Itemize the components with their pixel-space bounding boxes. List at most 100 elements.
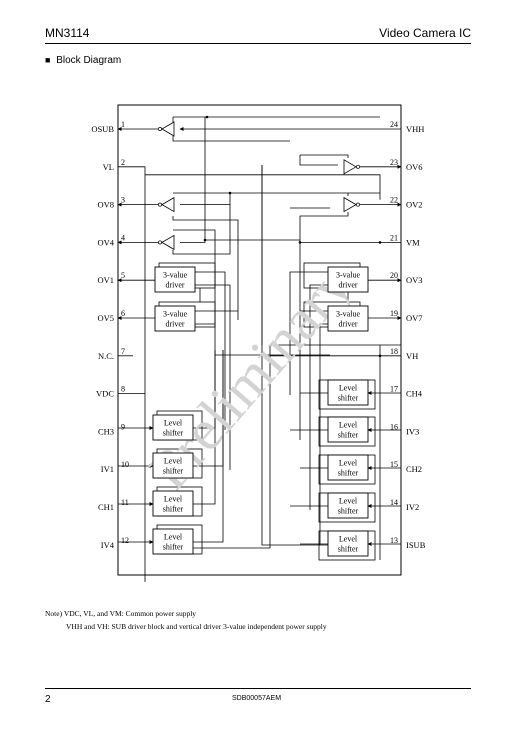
pin-number: 5: [121, 271, 125, 280]
pin-name: CH3: [98, 426, 114, 436]
buffer-icon: [161, 196, 175, 213]
pin-number: 11: [121, 498, 129, 507]
pin-number: 19: [390, 309, 398, 318]
pin-name: CH1: [98, 502, 114, 512]
svg-text:shifter: shifter: [338, 431, 359, 440]
pin-name: VL: [103, 162, 114, 172]
svg-text:3-value: 3-value: [163, 310, 187, 319]
pin-number: 12: [121, 536, 129, 545]
pin-name: IV4: [101, 540, 115, 550]
svg-text:Level: Level: [339, 421, 358, 430]
pin-number: 4: [121, 233, 125, 242]
section-heading: ■ Block Diagram: [45, 55, 121, 66]
pin-number: 2: [121, 158, 125, 167]
pin-number: 21: [390, 233, 398, 242]
svg-text:driver: driver: [165, 281, 184, 290]
pin-name: OV7: [406, 313, 423, 323]
svg-text:Level: Level: [339, 497, 358, 506]
svg-text:Level: Level: [164, 457, 183, 466]
svg-text:shifter: shifter: [338, 507, 359, 516]
svg-text:Level: Level: [164, 419, 183, 428]
pin-name: N.C.: [98, 351, 114, 361]
pin-number: 7: [121, 347, 125, 356]
document-title: Video Camera IC: [379, 26, 471, 40]
svg-text:Level: Level: [339, 535, 358, 544]
svg-text:shifter: shifter: [163, 505, 184, 514]
pin-number: 9: [121, 422, 125, 431]
pin-name: VH: [406, 351, 418, 361]
svg-text:shifter: shifter: [163, 467, 184, 476]
svg-text:shifter: shifter: [338, 469, 359, 478]
pin-number: 10: [121, 460, 129, 469]
pin-number: 17: [390, 385, 398, 394]
svg-text:shifter: shifter: [338, 394, 359, 403]
pin-number: 15: [390, 460, 398, 469]
buffer-icon: [161, 121, 175, 137]
bullet-icon: ■: [45, 55, 51, 65]
pin-number: 18: [390, 347, 398, 356]
note-line-1: Note) VDC, VL, and VM: Common power supp…: [45, 609, 197, 618]
section-title: Block Diagram: [56, 55, 122, 66]
pin-number: 6: [121, 309, 125, 318]
svg-text:driver: driver: [165, 320, 184, 329]
pin-name: CH4: [406, 389, 423, 399]
svg-text:Level: Level: [339, 384, 358, 393]
inverter-bubble-icon: [158, 202, 162, 207]
pin-name: IV1: [101, 464, 114, 474]
svg-text:Level: Level: [164, 495, 183, 504]
page-number: 2: [45, 694, 51, 705]
pin-number: 20: [390, 271, 398, 280]
pin-name: CH2: [406, 464, 422, 474]
pin-name: OV4: [97, 237, 114, 247]
pin-name: OV3: [406, 275, 423, 285]
pin-name: OV8: [97, 200, 114, 210]
pin-name: VDC: [96, 389, 114, 399]
pin-name: OV6: [406, 162, 423, 172]
svg-text:Level: Level: [339, 459, 358, 468]
footer-rule: [45, 688, 471, 689]
svg-text:driver: driver: [338, 320, 357, 329]
pin-number: 8: [121, 385, 125, 394]
pin-name: OV1: [97, 275, 114, 285]
pin-number: 16: [390, 422, 398, 431]
pin-name: VM: [406, 237, 420, 247]
note-line-2: VHH and VH: SUB driver block and vertica…: [66, 622, 327, 631]
svg-text:shifter: shifter: [163, 429, 184, 438]
pin-number: 23: [390, 158, 398, 167]
header-rule: [45, 43, 471, 44]
svg-text:Level: Level: [164, 533, 183, 542]
inverter-bubble-icon: [356, 202, 360, 207]
svg-text:3-value: 3-value: [336, 310, 360, 319]
pin-number: 22: [390, 196, 398, 205]
svg-text:3-value: 3-value: [336, 271, 360, 280]
pin-number: 3: [121, 196, 125, 205]
svg-text:3-value: 3-value: [163, 271, 187, 280]
buffer-icon: [161, 234, 175, 251]
pin-number: 24: [390, 120, 398, 129]
pin-name: IV2: [406, 502, 419, 512]
buffer-icon: [343, 159, 357, 175]
inverter-bubble-icon: [158, 240, 162, 245]
pin-number: 1: [121, 120, 125, 129]
pin-name: IV3: [406, 426, 419, 436]
part-number: MN3114: [45, 26, 90, 40]
buffer-icon: [343, 196, 357, 213]
pin-name: OSUB: [91, 124, 114, 134]
pin-number: 13: [390, 536, 398, 545]
pin-name: ISUB: [406, 540, 426, 550]
pin-name: OV2: [406, 200, 423, 210]
